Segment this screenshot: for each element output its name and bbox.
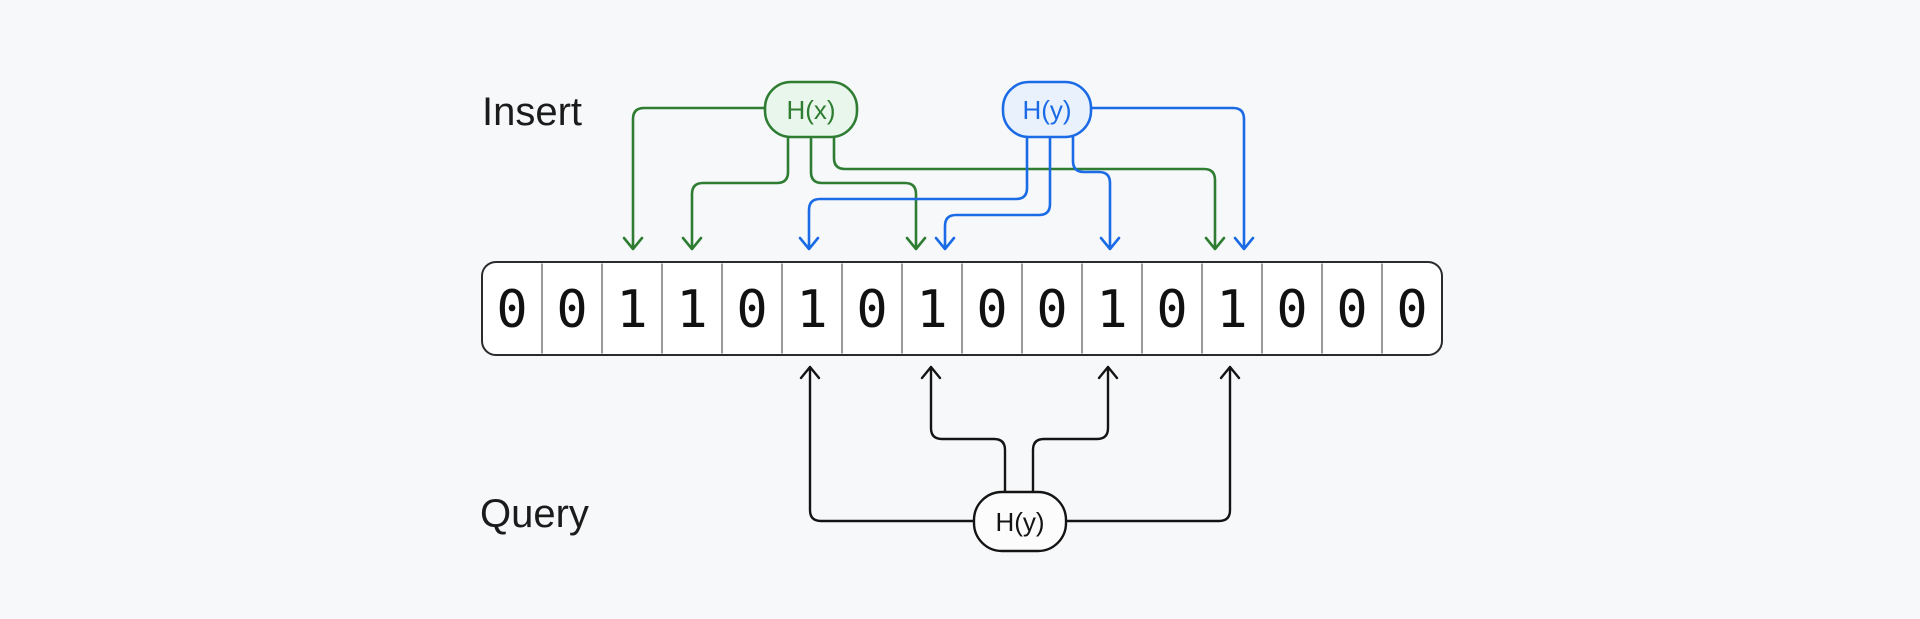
insert-hy-arrow-cell10 bbox=[1071, 135, 1121, 251]
insert-hx-arrow-cell3 bbox=[681, 135, 790, 251]
bit-cell-value-4: 0 bbox=[736, 280, 767, 340]
hash-y-node: H(y) bbox=[1001, 80, 1093, 139]
query-hash-y-node: H(y) bbox=[972, 490, 1068, 553]
bit-cell-value-1: 0 bbox=[556, 280, 587, 340]
insert-hx-arrow-cell12 bbox=[832, 135, 1226, 251]
bit-cell-value-3: 1 bbox=[676, 280, 707, 340]
query-hash-y-pill bbox=[972, 490, 1068, 553]
insert-hy-arrow-cell12 bbox=[1089, 106, 1255, 251]
bit-cell-value-2: 1 bbox=[616, 280, 647, 340]
bit-cell-value-8: 0 bbox=[976, 280, 1007, 340]
insert-hy-arrow-cell7 bbox=[934, 135, 1052, 251]
insert-hy-flow bbox=[798, 106, 1255, 251]
query-label: Query bbox=[480, 492, 589, 536]
insert-hx-arrow-cell7 bbox=[809, 135, 927, 251]
query-arrow-cell10 bbox=[1031, 365, 1119, 494]
hash-y-pill bbox=[1001, 80, 1093, 139]
hash-x-node: H(x) bbox=[763, 80, 859, 139]
insert-hx-flow bbox=[622, 106, 1226, 251]
hash-x-pill bbox=[763, 80, 859, 139]
hash-y-label: H(y) bbox=[1022, 95, 1071, 125]
query-hy-flow bbox=[799, 365, 1241, 523]
insert-hy-arrow-cell5 bbox=[798, 135, 1029, 251]
bit-array-separators bbox=[541, 263, 1383, 354]
query-arrow-cell5 bbox=[799, 365, 976, 523]
bit-cell-value-10: 1 bbox=[1096, 280, 1127, 340]
bit-cell-value-13: 0 bbox=[1276, 280, 1307, 340]
query-arrow-cell7 bbox=[920, 365, 1007, 494]
bit-cell-value-15: 0 bbox=[1396, 280, 1427, 340]
bit-cell-value-6: 0 bbox=[856, 280, 887, 340]
insert-label: Insert bbox=[482, 90, 582, 134]
bit-cell-value-12: 1 bbox=[1216, 280, 1247, 340]
bit-cell-value-9: 0 bbox=[1036, 280, 1067, 340]
bit-cell-value-7: 1 bbox=[916, 280, 947, 340]
insert-hx-arrow-cell2 bbox=[622, 106, 767, 251]
bit-cell-value-0: 0 bbox=[496, 280, 527, 340]
bit-cell-value-5: 1 bbox=[796, 280, 827, 340]
hash-x-label: H(x) bbox=[786, 95, 835, 125]
query-hash-y-label: H(y) bbox=[995, 507, 1044, 537]
bit-cell-value-14: 0 bbox=[1336, 280, 1367, 340]
query-arrow-cell12 bbox=[1064, 365, 1241, 523]
bit-cell-value-11: 0 bbox=[1156, 280, 1187, 340]
